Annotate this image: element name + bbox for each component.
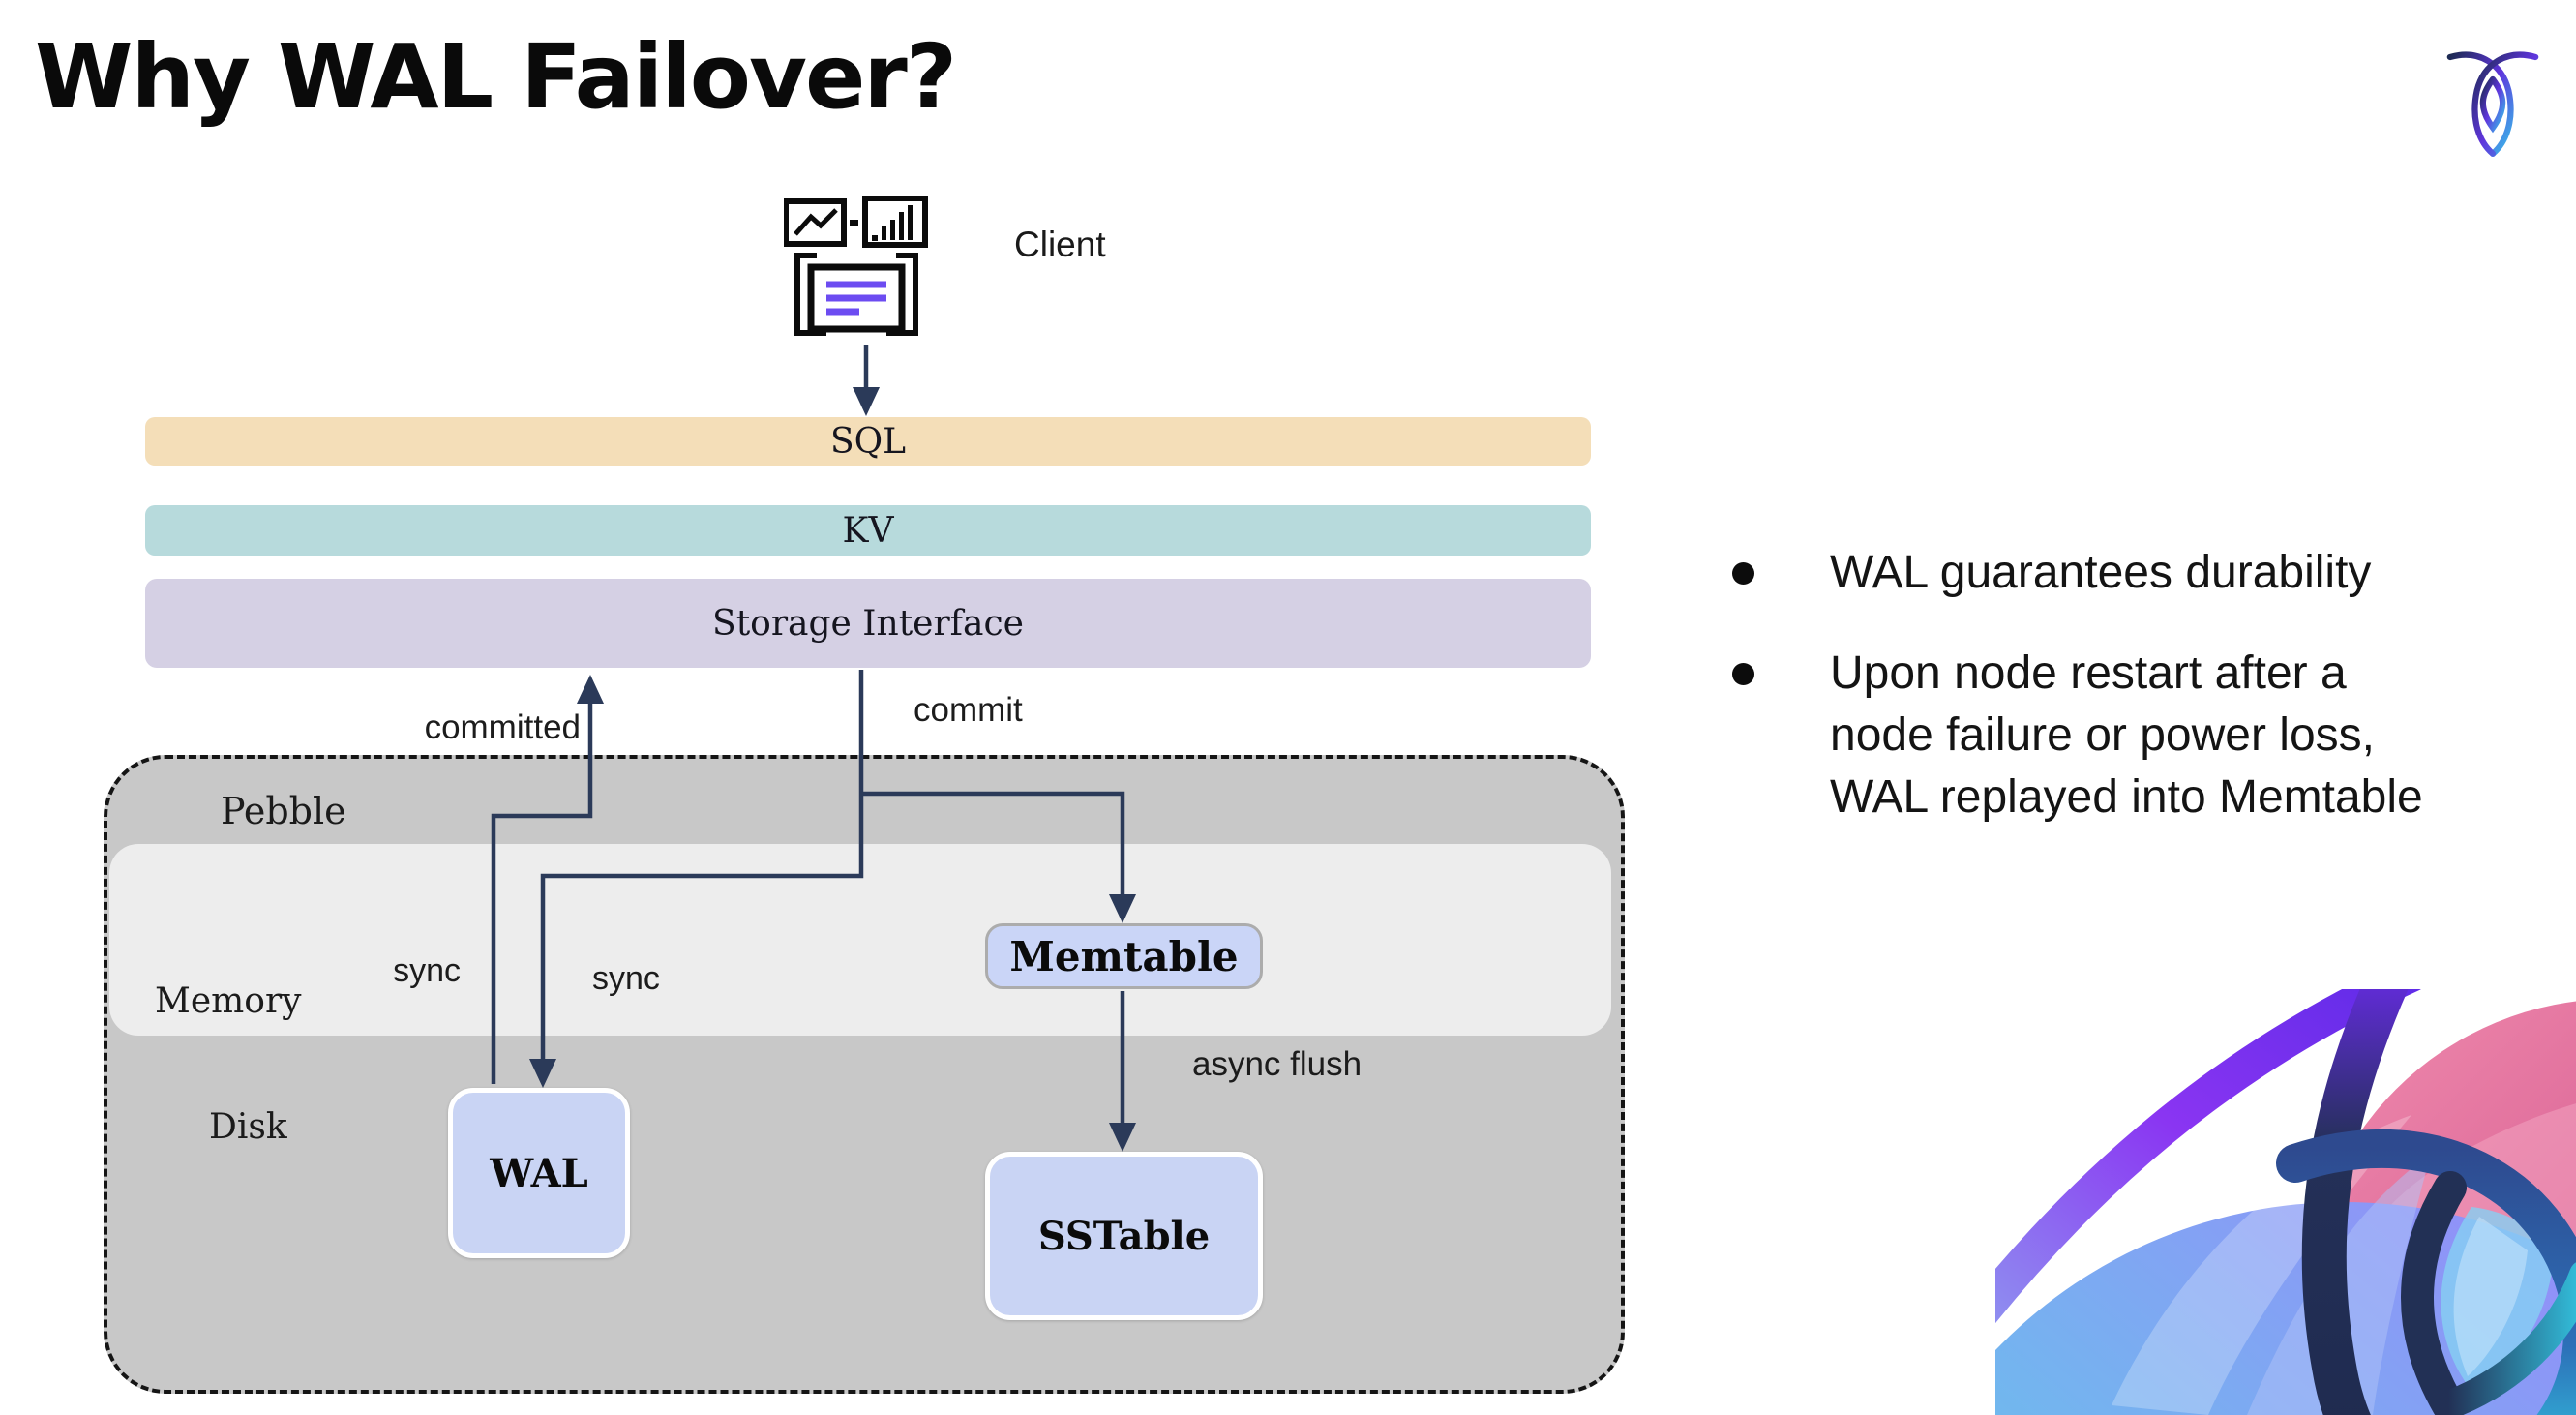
memory-label: Memory: [155, 981, 302, 1021]
sync-right-edge-label: sync: [592, 960, 660, 997]
corner-brand-art: [1995, 989, 2576, 1415]
bullet-line: WAL replayed into Memtable: [1830, 771, 2423, 823]
async-flush-edge-label: async flush: [1192, 1045, 1363, 1083]
bullet-list: WAL guarantees durability Upon node rest…: [1732, 542, 2564, 828]
sync-left-edge-label: sync: [393, 952, 461, 989]
sql-layer-bar: SQL: [145, 417, 1591, 466]
sstable-node-label: SSTable: [1037, 1213, 1211, 1259]
sstable-node: SSTable: [985, 1152, 1263, 1320]
bullet-line: WAL guarantees durability: [1830, 547, 2372, 598]
arrowhead-down-sql: [853, 387, 880, 416]
cockroachdb-logo-icon: [2446, 51, 2539, 157]
bullet-line: node failure or power loss,: [1830, 709, 2375, 761]
bullet-dot-icon: [1732, 562, 1754, 585]
client-apps-icon: [784, 196, 928, 336]
bullet-text: WAL guarantees durability: [1830, 542, 2371, 604]
committed-edge-label: committed: [424, 708, 581, 746]
page-title: Why WAL Failover?: [35, 25, 957, 129]
bullet-item: WAL guarantees durability: [1732, 542, 2564, 604]
wal-node: WAL: [448, 1088, 630, 1258]
memtable-node: Memtable: [985, 923, 1263, 989]
kv-layer-label: KV: [842, 510, 894, 551]
arrowhead-up-storage: [577, 675, 604, 704]
client-label: Client: [1014, 225, 1106, 264]
memtable-node-label: Memtable: [1009, 932, 1239, 980]
bullet-text: Upon node restart after a node failure o…: [1830, 643, 2423, 828]
kv-layer-bar: KV: [145, 505, 1591, 556]
bullet-line: Upon node restart after a: [1830, 647, 2347, 699]
commit-edge-label: commit: [914, 691, 1023, 729]
bullet-item: Upon node restart after a node failure o…: [1732, 643, 2564, 828]
memory-band: [109, 844, 1611, 1036]
sql-layer-label: SQL: [829, 421, 907, 462]
storage-interface-label: Storage Interface: [712, 603, 1024, 644]
disk-label: Disk: [209, 1107, 287, 1147]
bullet-dot-icon: [1732, 663, 1754, 685]
storage-interface-layer-bar: Storage Interface: [145, 579, 1591, 668]
pebble-label: Pebble: [221, 790, 346, 832]
wal-node-label: WAL: [490, 1150, 588, 1196]
